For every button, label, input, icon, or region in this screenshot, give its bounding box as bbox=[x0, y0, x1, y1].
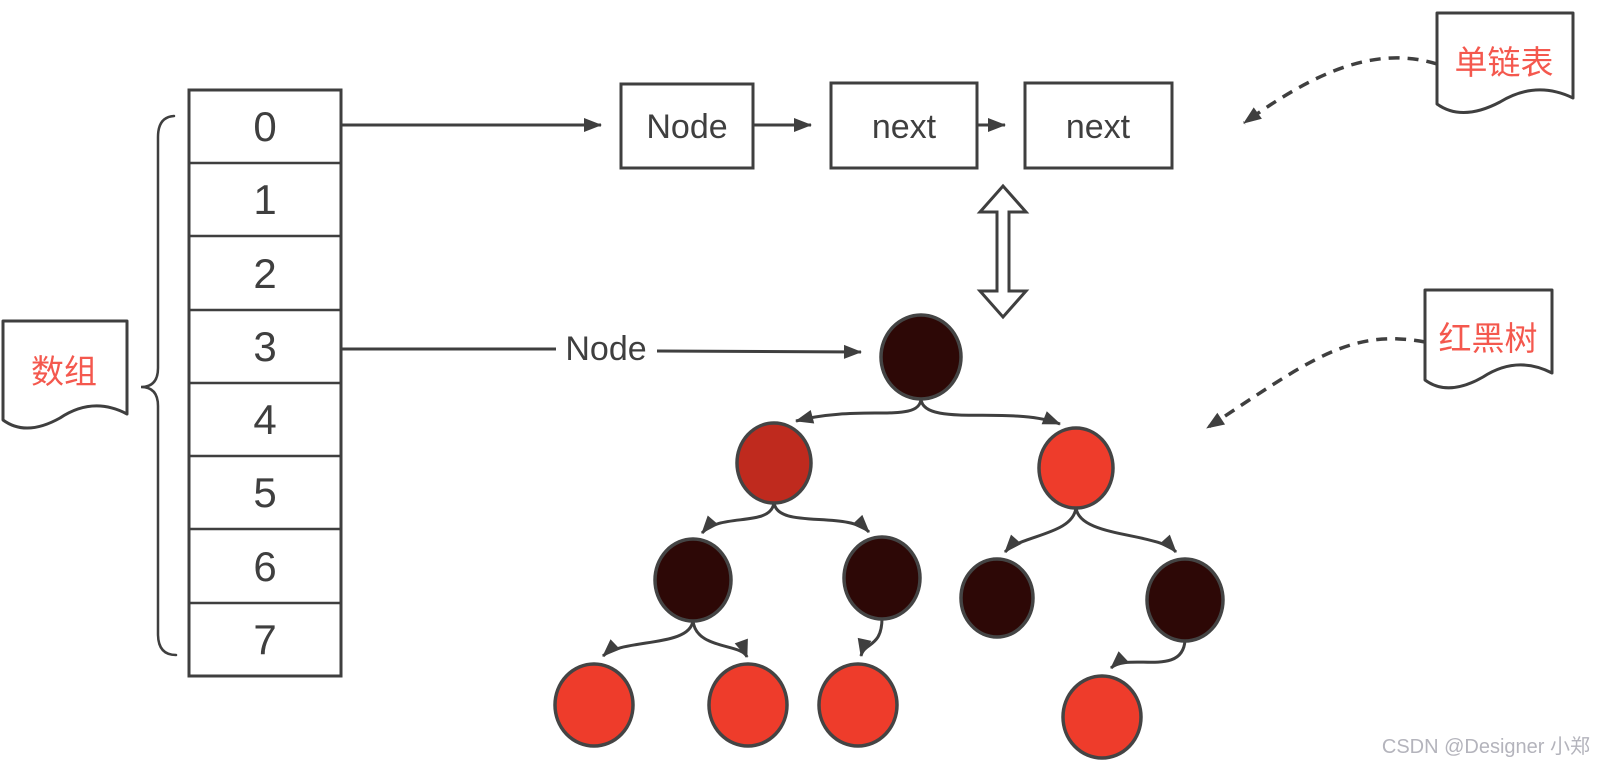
tree-edge-right-rightchild bbox=[1074, 506, 1178, 554]
tree-node-right-left bbox=[959, 557, 1035, 639]
array-note-label: 数组 bbox=[31, 353, 97, 390]
list-box-node bbox=[619, 82, 755, 170]
array-cell-0: 0 bbox=[253, 103, 276, 150]
array-cell-3: 3 bbox=[253, 323, 276, 370]
tree-edge-leftright-leftchild bbox=[857, 617, 884, 657]
array-cell-dividers bbox=[189, 161, 341, 605]
list-box-node-label: Node bbox=[646, 108, 727, 146]
tree-node-left-right-left bbox=[817, 662, 899, 748]
linked-list-note-shape bbox=[1435, 11, 1575, 114]
array-cell-2: 2 bbox=[253, 250, 276, 297]
tree-edge-root-right bbox=[919, 398, 1061, 426]
tree-nodes bbox=[553, 313, 1225, 760]
tree-node-right-right bbox=[1145, 557, 1225, 643]
linked-list: Node next next bbox=[341, 81, 1174, 170]
double-arrow-icon bbox=[976, 183, 1030, 320]
tree-note-label: 红黑树 bbox=[1439, 320, 1538, 357]
array-cell-7: 7 bbox=[253, 616, 276, 663]
array-cell-1: 1 bbox=[253, 176, 276, 223]
tree-node-root bbox=[879, 313, 963, 401]
tree-node-left-left bbox=[653, 537, 733, 623]
array-note-shape bbox=[1, 319, 129, 430]
list-box-next1-label: next bbox=[872, 108, 937, 146]
linked-list-note: 单链表 bbox=[1242, 11, 1575, 125]
tree-edge-right-leftchild bbox=[1003, 506, 1078, 554]
tree-node-right bbox=[1037, 426, 1115, 510]
array-cell-6: 6 bbox=[253, 543, 276, 590]
dashed-arrow-tree bbox=[1206, 337, 1426, 430]
watermark: CSDN @Designer 小郑 bbox=[1382, 735, 1590, 758]
tree-edge-leftleft-rightchild bbox=[691, 619, 749, 658]
list-box-next1 bbox=[829, 81, 979, 170]
tree-edge-leftleft-leftchild bbox=[601, 619, 695, 658]
tree-node-left bbox=[735, 421, 813, 505]
array-cell-5: 5 bbox=[253, 469, 276, 516]
tree-node-left-left-right bbox=[707, 662, 789, 748]
tree-edge-left-leftchild bbox=[700, 501, 776, 535]
tree-edges bbox=[601, 398, 1187, 670]
tree-edge-rightright-leftchild bbox=[1109, 639, 1187, 670]
tree-node-right-right-left bbox=[1061, 674, 1143, 760]
dashed-arrow-linked-list bbox=[1242, 56, 1438, 125]
array-table: 0 1 2 3 4 5 6 7 bbox=[140, 88, 343, 678]
tree-node-left-left-left bbox=[553, 662, 635, 748]
tree-pointer-label: Node bbox=[565, 330, 646, 368]
array-brace bbox=[140, 114, 178, 657]
tree-edge-root-left bbox=[795, 398, 923, 424]
tree-edge-left-rightchild bbox=[772, 501, 871, 534]
arrow-node-label-to-root bbox=[656, 344, 862, 359]
list-box-next2 bbox=[1023, 81, 1174, 170]
list-box-next2-label: next bbox=[1066, 108, 1131, 146]
array-note: 数组 bbox=[1, 319, 129, 430]
array-cell-4: 4 bbox=[253, 396, 276, 443]
tree-pointer: Node bbox=[341, 330, 862, 368]
tree-note-shape bbox=[1423, 288, 1554, 390]
linked-list-note-label: 单链表 bbox=[1455, 44, 1554, 81]
tree-note: 红黑树 bbox=[1206, 288, 1554, 430]
tree-node-left-right bbox=[842, 535, 922, 621]
